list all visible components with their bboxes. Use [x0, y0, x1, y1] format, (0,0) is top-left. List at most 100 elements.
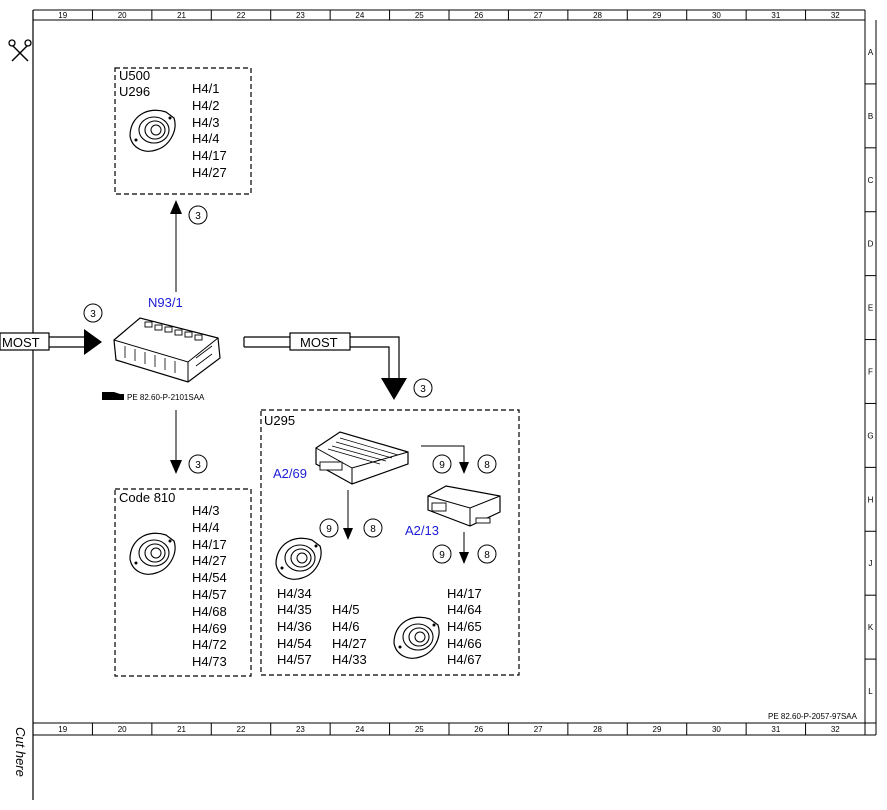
ruler-column-label: 23 — [296, 725, 305, 734]
speaker-code: H4/68 — [192, 604, 227, 619]
ruler-column-label: 23 — [296, 11, 305, 20]
ruler-row-label: H — [868, 495, 874, 504]
amplifier-a2-69 — [315, 431, 409, 485]
speaker-code: H4/35 — [277, 602, 312, 617]
speaker-icon — [129, 109, 176, 152]
ruler-row-label: B — [868, 112, 873, 121]
box-top-code: U296 — [119, 84, 150, 99]
ruler-row-label: A — [868, 48, 874, 57]
most-bus-label: MOST — [300, 335, 338, 350]
speaker-code: H4/54 — [277, 636, 312, 651]
amplifier-label: A2/13 — [405, 523, 439, 538]
speaker-code: H4/69 — [192, 621, 227, 636]
ruler-column-label: 29 — [653, 725, 662, 734]
connection-number: 3 — [195, 460, 201, 471]
speaker-code: H4/17 — [447, 586, 482, 601]
ruler-column-label: 24 — [355, 11, 364, 20]
ruler-column-label: 22 — [237, 11, 246, 20]
speaker-code: H4/36 — [277, 619, 312, 634]
ruler-column-label: 32 — [831, 725, 840, 734]
connection-number: 9 — [439, 460, 445, 471]
connection-number: 3 — [420, 384, 426, 395]
ruler-row-label: E — [868, 304, 873, 313]
ruler-row-label: J — [869, 559, 873, 568]
speaker-code: H4/3 — [192, 115, 219, 130]
speaker-code: H4/4 — [192, 131, 219, 146]
speaker-code: H4/6 — [332, 619, 359, 634]
arrow-to-code-810-box: 3 — [170, 410, 208, 474]
control-unit-reference: PE 82.60-P-2101SAA — [127, 393, 205, 402]
reference-hand-icon — [102, 392, 124, 400]
speaker-code: H4/1 — [192, 81, 219, 96]
speaker-code: H4/4 — [192, 520, 219, 535]
ruler-column-label: 31 — [771, 11, 780, 20]
ruler-row-label: D — [868, 240, 874, 249]
ruler-column-label: 30 — [712, 11, 721, 20]
speaker-code: H4/2 — [192, 98, 219, 113]
row-ruler-right: A B C D E F G H J K L — [865, 48, 876, 696]
speaker-code: H4/33 — [332, 652, 367, 667]
ruler-row-label: K — [868, 623, 874, 632]
speaker-code: H4/27 — [332, 636, 367, 651]
ruler-row-label: F — [868, 368, 873, 377]
control-unit-label: N93/1 — [148, 295, 183, 310]
column-ruler-top: 19 20 21 22 23 24 25 26 27 28 29 30 31 32 — [58, 10, 840, 20]
speaker-code: H4/27 — [192, 553, 227, 568]
ruler-column-label: 26 — [474, 11, 483, 20]
speaker-code: H4/66 — [447, 636, 482, 651]
box-top: U500 U296 H4/1 H4/2 H4/3 H4/4 H4/17 H4/2… — [114, 67, 252, 195]
speaker-icon — [129, 532, 176, 575]
drawing-frame — [32, 9, 877, 800]
ruler-column-label: 31 — [771, 725, 780, 734]
box-code-810: Code 810 H4/3 H4/4 H4/17 H4/27 H4/54 H4/… — [114, 488, 252, 677]
connection-number: 9 — [326, 524, 332, 535]
ruler-column-label: 25 — [415, 725, 424, 734]
cut-here-label: Cut here — [13, 727, 28, 777]
ruler-column-label: 27 — [534, 725, 543, 734]
ruler-column-label: 28 — [593, 725, 602, 734]
speaker-code: H4/54 — [192, 570, 227, 585]
ruler-row-label: G — [867, 431, 873, 440]
speaker-code: H4/34 — [277, 586, 312, 601]
ruler-column-label: 19 — [58, 11, 67, 20]
speaker-code: H4/3 — [192, 503, 219, 518]
control-unit-n93-1: N93/1 PE 82.60-P-2101SAA — [102, 295, 221, 402]
ruler-column-label: 29 — [653, 11, 662, 20]
box-u295: U295 A2/69 9 8 A2/13 — [260, 409, 520, 676]
speaker-icon — [275, 537, 322, 580]
most-bus-output: MOST 3 — [243, 332, 433, 400]
connection-number: 3 — [90, 309, 96, 320]
arrow-to-top-box: 3 — [170, 200, 208, 292]
ruler-column-label: 21 — [177, 11, 186, 20]
ruler-column-label: 20 — [118, 11, 127, 20]
amplifier-a2-13 — [427, 485, 501, 527]
connection-number: 9 — [439, 550, 445, 561]
ruler-row-label: C — [868, 176, 874, 185]
most-bus-label: MOST — [2, 335, 40, 350]
box-code-label: U295 — [264, 413, 295, 428]
speaker-code: H4/57 — [192, 587, 227, 602]
speaker-code: H4/65 — [447, 619, 482, 634]
ruler-column-label: 28 — [593, 11, 602, 20]
ruler-row-label: L — [868, 687, 873, 696]
speaker-code: H4/67 — [447, 652, 482, 667]
ruler-column-label: 19 — [58, 725, 67, 734]
speaker-code: H4/17 — [192, 148, 227, 163]
ruler-column-label: 32 — [831, 11, 840, 20]
connection-number: 8 — [484, 550, 490, 561]
speaker-icon — [393, 616, 440, 659]
ruler-column-label: 20 — [118, 725, 127, 734]
most-bus-input: MOST 3 — [0, 303, 103, 355]
speaker-code: H4/5 — [332, 602, 359, 617]
speaker-code: H4/72 — [192, 637, 227, 652]
ruler-column-label: 27 — [534, 11, 543, 20]
connection-number: 8 — [484, 460, 490, 471]
connection-number: 3 — [195, 211, 201, 222]
scissors-icon — [8, 39, 32, 62]
ruler-column-label: 24 — [355, 725, 364, 734]
box-top-code: U500 — [119, 68, 150, 83]
speaker-code: H4/73 — [192, 654, 227, 669]
ruler-column-label: 25 — [415, 11, 424, 20]
